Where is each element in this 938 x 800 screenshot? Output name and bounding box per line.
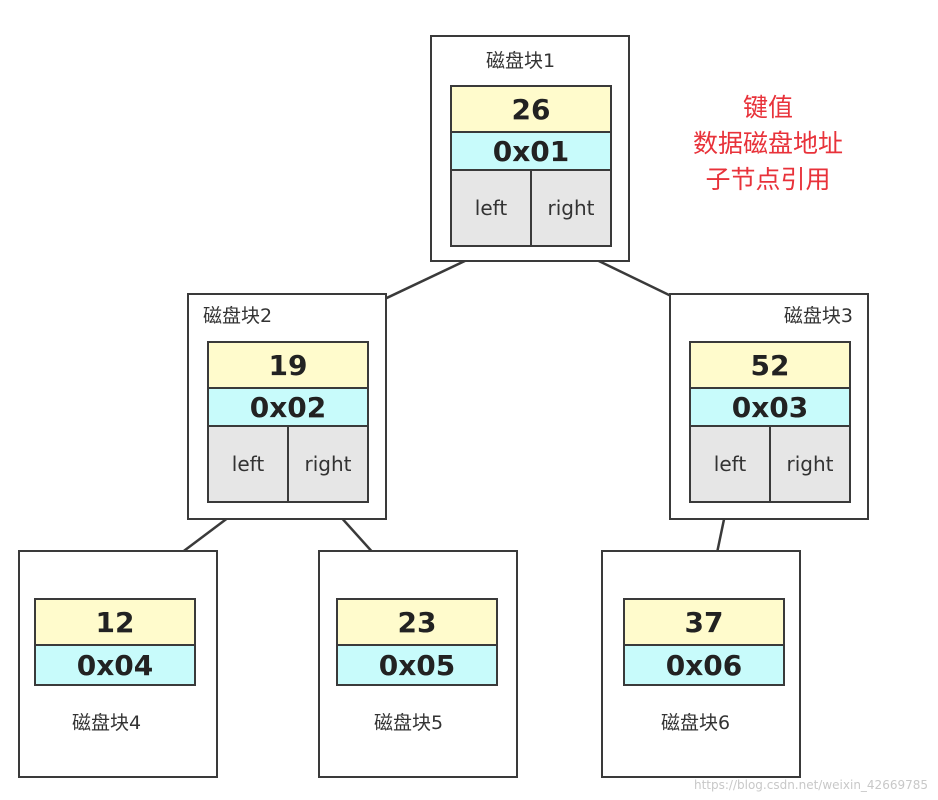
tree-node: 19 0x02 left right: [207, 341, 369, 503]
node-key: 52: [691, 343, 849, 389]
node-data-address: 0x06: [625, 646, 783, 684]
disk-block-title: 磁盘块3: [783, 305, 853, 327]
disk-block-title: 磁盘块2: [203, 305, 273, 327]
node-key: 26: [452, 87, 610, 133]
legend: 键值 数据磁盘地址 子节点引用: [668, 90, 868, 198]
tree-node: 23 0x05: [336, 598, 498, 686]
disk-block-3: 磁盘块3 52 0x03 left right: [669, 293, 869, 520]
right-child-ref: right: [530, 171, 610, 245]
disk-block-title: 磁盘块6: [661, 712, 731, 734]
disk-block-2: 磁盘块2 19 0x02 left right: [187, 293, 387, 520]
left-child-ref: left: [713, 452, 747, 476]
legend-key: 键值: [742, 93, 793, 122]
tree-node: 26 0x01 left right: [450, 85, 612, 247]
node-data-address: 0x01: [452, 133, 610, 171]
right-child-ref: right: [287, 427, 367, 501]
node-key: 19: [209, 343, 367, 389]
disk-block-title: 磁盘块1: [486, 50, 556, 72]
node-child-refs: left right: [452, 171, 610, 245]
node-data-address: 0x03: [691, 389, 849, 427]
left-child-ref: left: [231, 452, 265, 476]
legend-data-address: 数据磁盘地址: [692, 129, 843, 158]
node-data-address: 0x02: [209, 389, 367, 427]
node-data-address: 0x05: [338, 646, 496, 684]
node-key: 12: [36, 600, 194, 646]
node-child-refs: left right: [209, 427, 367, 501]
disk-block-5: 23 0x05 磁盘块5: [318, 550, 518, 778]
legend-child-refs: 子节点引用: [705, 165, 831, 194]
tree-node: 52 0x03 left right: [689, 341, 851, 503]
disk-block-6: 37 0x06 磁盘块6: [601, 550, 801, 778]
disk-block-4: 12 0x04 磁盘块4: [18, 550, 218, 778]
node-key: 37: [625, 600, 783, 646]
right-child-ref: right: [769, 427, 849, 501]
node-key: 23: [338, 600, 496, 646]
disk-block-title: 磁盘块5: [374, 712, 444, 734]
disk-block-title: 磁盘块4: [72, 712, 142, 734]
tree-node: 37 0x06: [623, 598, 785, 686]
watermark: https://blog.csdn.net/weixin_42669785: [693, 778, 928, 792]
disk-block-1: 磁盘块1 26 0x01 left right: [430, 35, 630, 262]
left-child-ref: left: [474, 196, 508, 220]
node-child-refs: left right: [691, 427, 849, 501]
tree-node: 12 0x04: [34, 598, 196, 686]
node-data-address: 0x04: [36, 646, 194, 684]
